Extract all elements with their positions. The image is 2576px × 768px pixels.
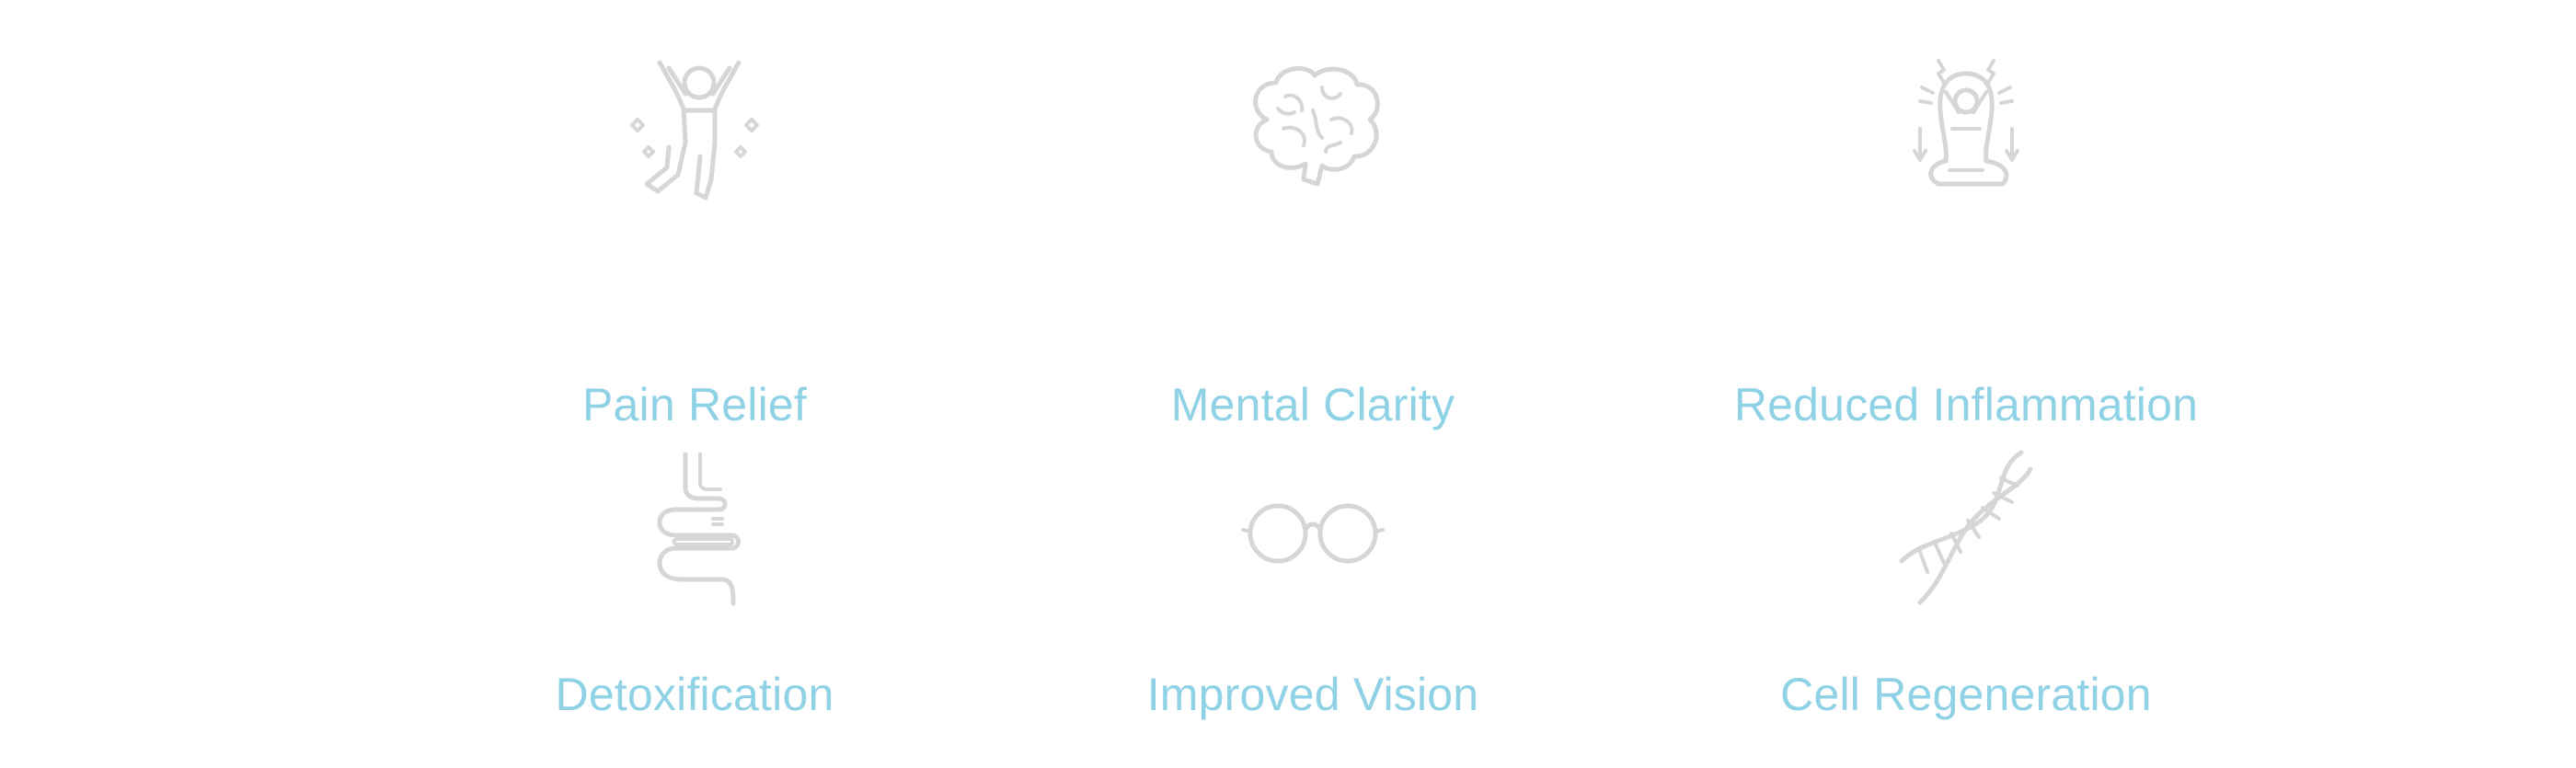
benefit-label: Cell Regeneration bbox=[1780, 669, 2152, 720]
jumping-person-icon bbox=[612, 55, 777, 212]
intestines-icon bbox=[612, 451, 777, 607]
dna-icon bbox=[1883, 450, 2049, 607]
benefit-mental-clarity: Mental Clarity bbox=[991, 55, 1635, 430]
benefit-label: Improved Vision bbox=[1146, 669, 1479, 720]
benefit-reduced-inflammation: Reduced Inflammation bbox=[1644, 55, 2288, 430]
glasses-icon bbox=[1230, 451, 1396, 607]
benefit-label: Detoxification bbox=[555, 669, 834, 720]
benefit-label: Mental Clarity bbox=[1170, 379, 1455, 430]
benefit-cell-regeneration: Cell Regeneration bbox=[1644, 450, 2288, 720]
meditating-person-icon bbox=[1883, 55, 2049, 212]
benefit-detoxification: Detoxification bbox=[373, 451, 1017, 720]
benefit-label: Reduced Inflammation bbox=[1733, 379, 2199, 430]
brain-icon bbox=[1230, 55, 1396, 212]
benefit-improved-vision: Improved Vision bbox=[991, 451, 1635, 720]
benefit-label: Pain Relief bbox=[582, 379, 807, 430]
benefit-pain-relief: Pain Relief bbox=[373, 55, 1017, 430]
